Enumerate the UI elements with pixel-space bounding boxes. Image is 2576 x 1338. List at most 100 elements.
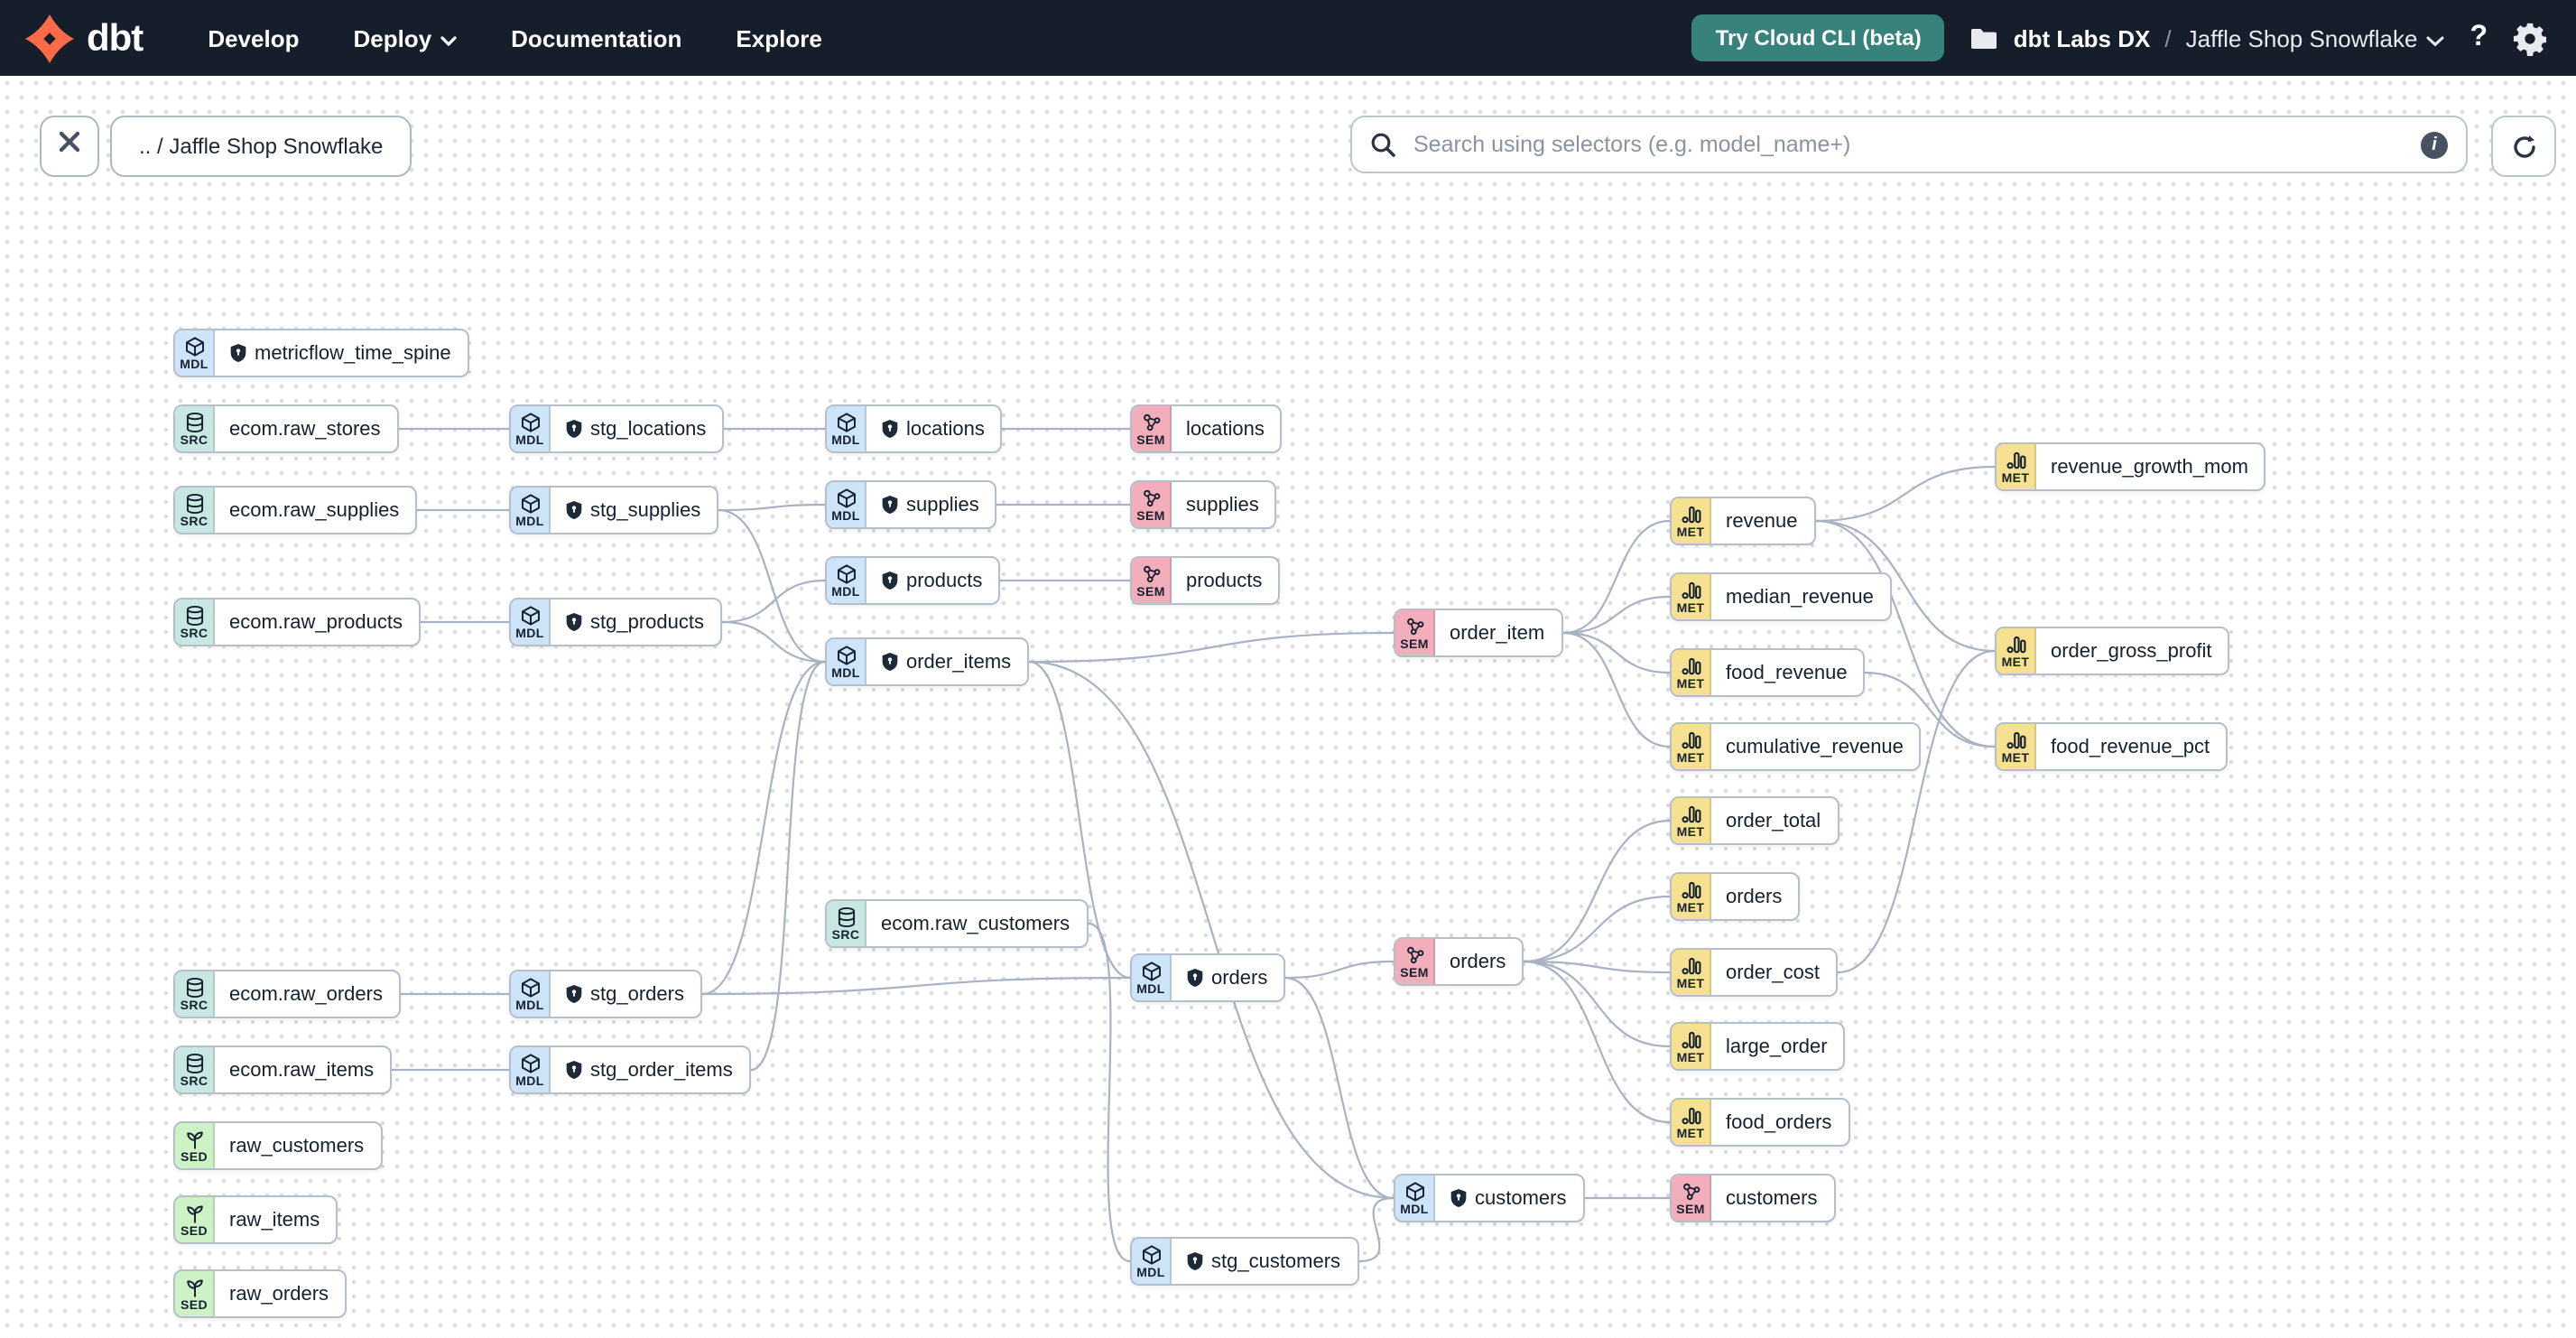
node-label: locations [866, 406, 1001, 451]
shield-lock-icon [1450, 1188, 1468, 1208]
lineage-node-raw_orders_src[interactable]: SRC ecom.raw_orders [173, 970, 401, 1018]
nav-documentation[interactable]: Documentation [511, 24, 682, 51]
database-icon: SRC [175, 599, 215, 645]
gear-icon[interactable] [2513, 21, 2547, 55]
try-cloud-cli-button[interactable]: Try Cloud CLI (beta) [1691, 14, 1945, 61]
node-label: stg_products [551, 599, 720, 645]
help-icon[interactable]: ? [2469, 22, 2488, 52]
node-label-text: order_total [1726, 810, 1821, 832]
node-label: stg_order_items [551, 1047, 749, 1092]
node-type-badge: MDL [1400, 1203, 1429, 1216]
lineage-edge-sem_orders-to-orders_met [1523, 895, 1671, 963]
search-input[interactable] [1410, 130, 2406, 159]
lineage-node-customers_mdl[interactable]: MDL customers [1394, 1174, 1585, 1222]
node-type-badge: MET [2001, 752, 2030, 765]
node-label-text: raw_customers [229, 1135, 365, 1157]
nav-develop[interactable]: Develop [208, 24, 300, 51]
cube-icon: MDL [1132, 1239, 1172, 1284]
lineage-edge-stg_products-to-order_items [721, 620, 826, 664]
close-lineage-button[interactable] [40, 116, 99, 177]
node-label-text: supplies [1186, 494, 1259, 516]
node-type-badge: SEM [1136, 586, 1165, 599]
bar-chart-icon: MET [1672, 950, 1711, 995]
lineage-node-stg_customers[interactable]: MDL stg_customers [1130, 1237, 1359, 1286]
node-label-text: orders [1450, 951, 1506, 972]
node-type-badge: SRC [180, 999, 208, 1012]
node-label-text: metricflow_time_spine [255, 342, 451, 364]
node-label: orders [1711, 874, 1798, 919]
node-type-badge: MET [2001, 472, 2030, 485]
lineage-edge-sem_order_item-to-cumulative_revenue [1562, 631, 1671, 748]
node-label: order_total [1711, 798, 1837, 843]
bar-chart-icon: MET [1672, 1024, 1711, 1069]
lineage-edge-stg_order_items-to-order_items [750, 660, 826, 1072]
breadcrumb[interactable]: .. / Jaffle Shop Snowflake [110, 116, 412, 177]
shield-lock-icon [565, 419, 583, 439]
workspace-name[interactable]: dbt Labs DX [2013, 24, 2151, 51]
lineage-node-stg_orders[interactable]: MDL stg_orders [509, 970, 702, 1018]
dbt-logo[interactable]: dbt [25, 14, 144, 62]
node-label: food_orders [1711, 1100, 1848, 1145]
node-label-text: order_gross_profit [2051, 640, 2212, 662]
folder-icon [1970, 26, 1999, 50]
nav-deploy[interactable]: Deploy [353, 24, 457, 51]
lineage-edge-revenue-to-food_revenue_pct [1815, 519, 1996, 748]
node-label-text: customers [1475, 1187, 1567, 1209]
nav-explore[interactable]: Explore [736, 24, 822, 51]
node-label: order_gross_profit [2036, 628, 2229, 674]
cube-icon: MDL [511, 971, 551, 1017]
database-icon: SRC [175, 1047, 215, 1092]
shield-lock-icon [881, 419, 899, 439]
database-icon: SRC [827, 901, 866, 946]
node-type-badge: MET [1676, 526, 1705, 539]
node-label: products [866, 558, 998, 603]
node-label-text: stg_orders [590, 983, 684, 1005]
node-type-badge: SRC [180, 627, 208, 640]
shield-lock-icon [881, 652, 899, 672]
node-label-text: orders [1211, 967, 1268, 989]
project-selector[interactable]: Jaffle Shop Snowflake [2186, 24, 2445, 51]
info-icon[interactable]: i [2421, 131, 2448, 158]
node-label-text: stg_customers [1211, 1250, 1341, 1272]
node-label-text: locations [1186, 418, 1265, 440]
refresh-button[interactable] [2491, 116, 2556, 177]
node-label-text: ecom.raw_orders [229, 983, 383, 1005]
